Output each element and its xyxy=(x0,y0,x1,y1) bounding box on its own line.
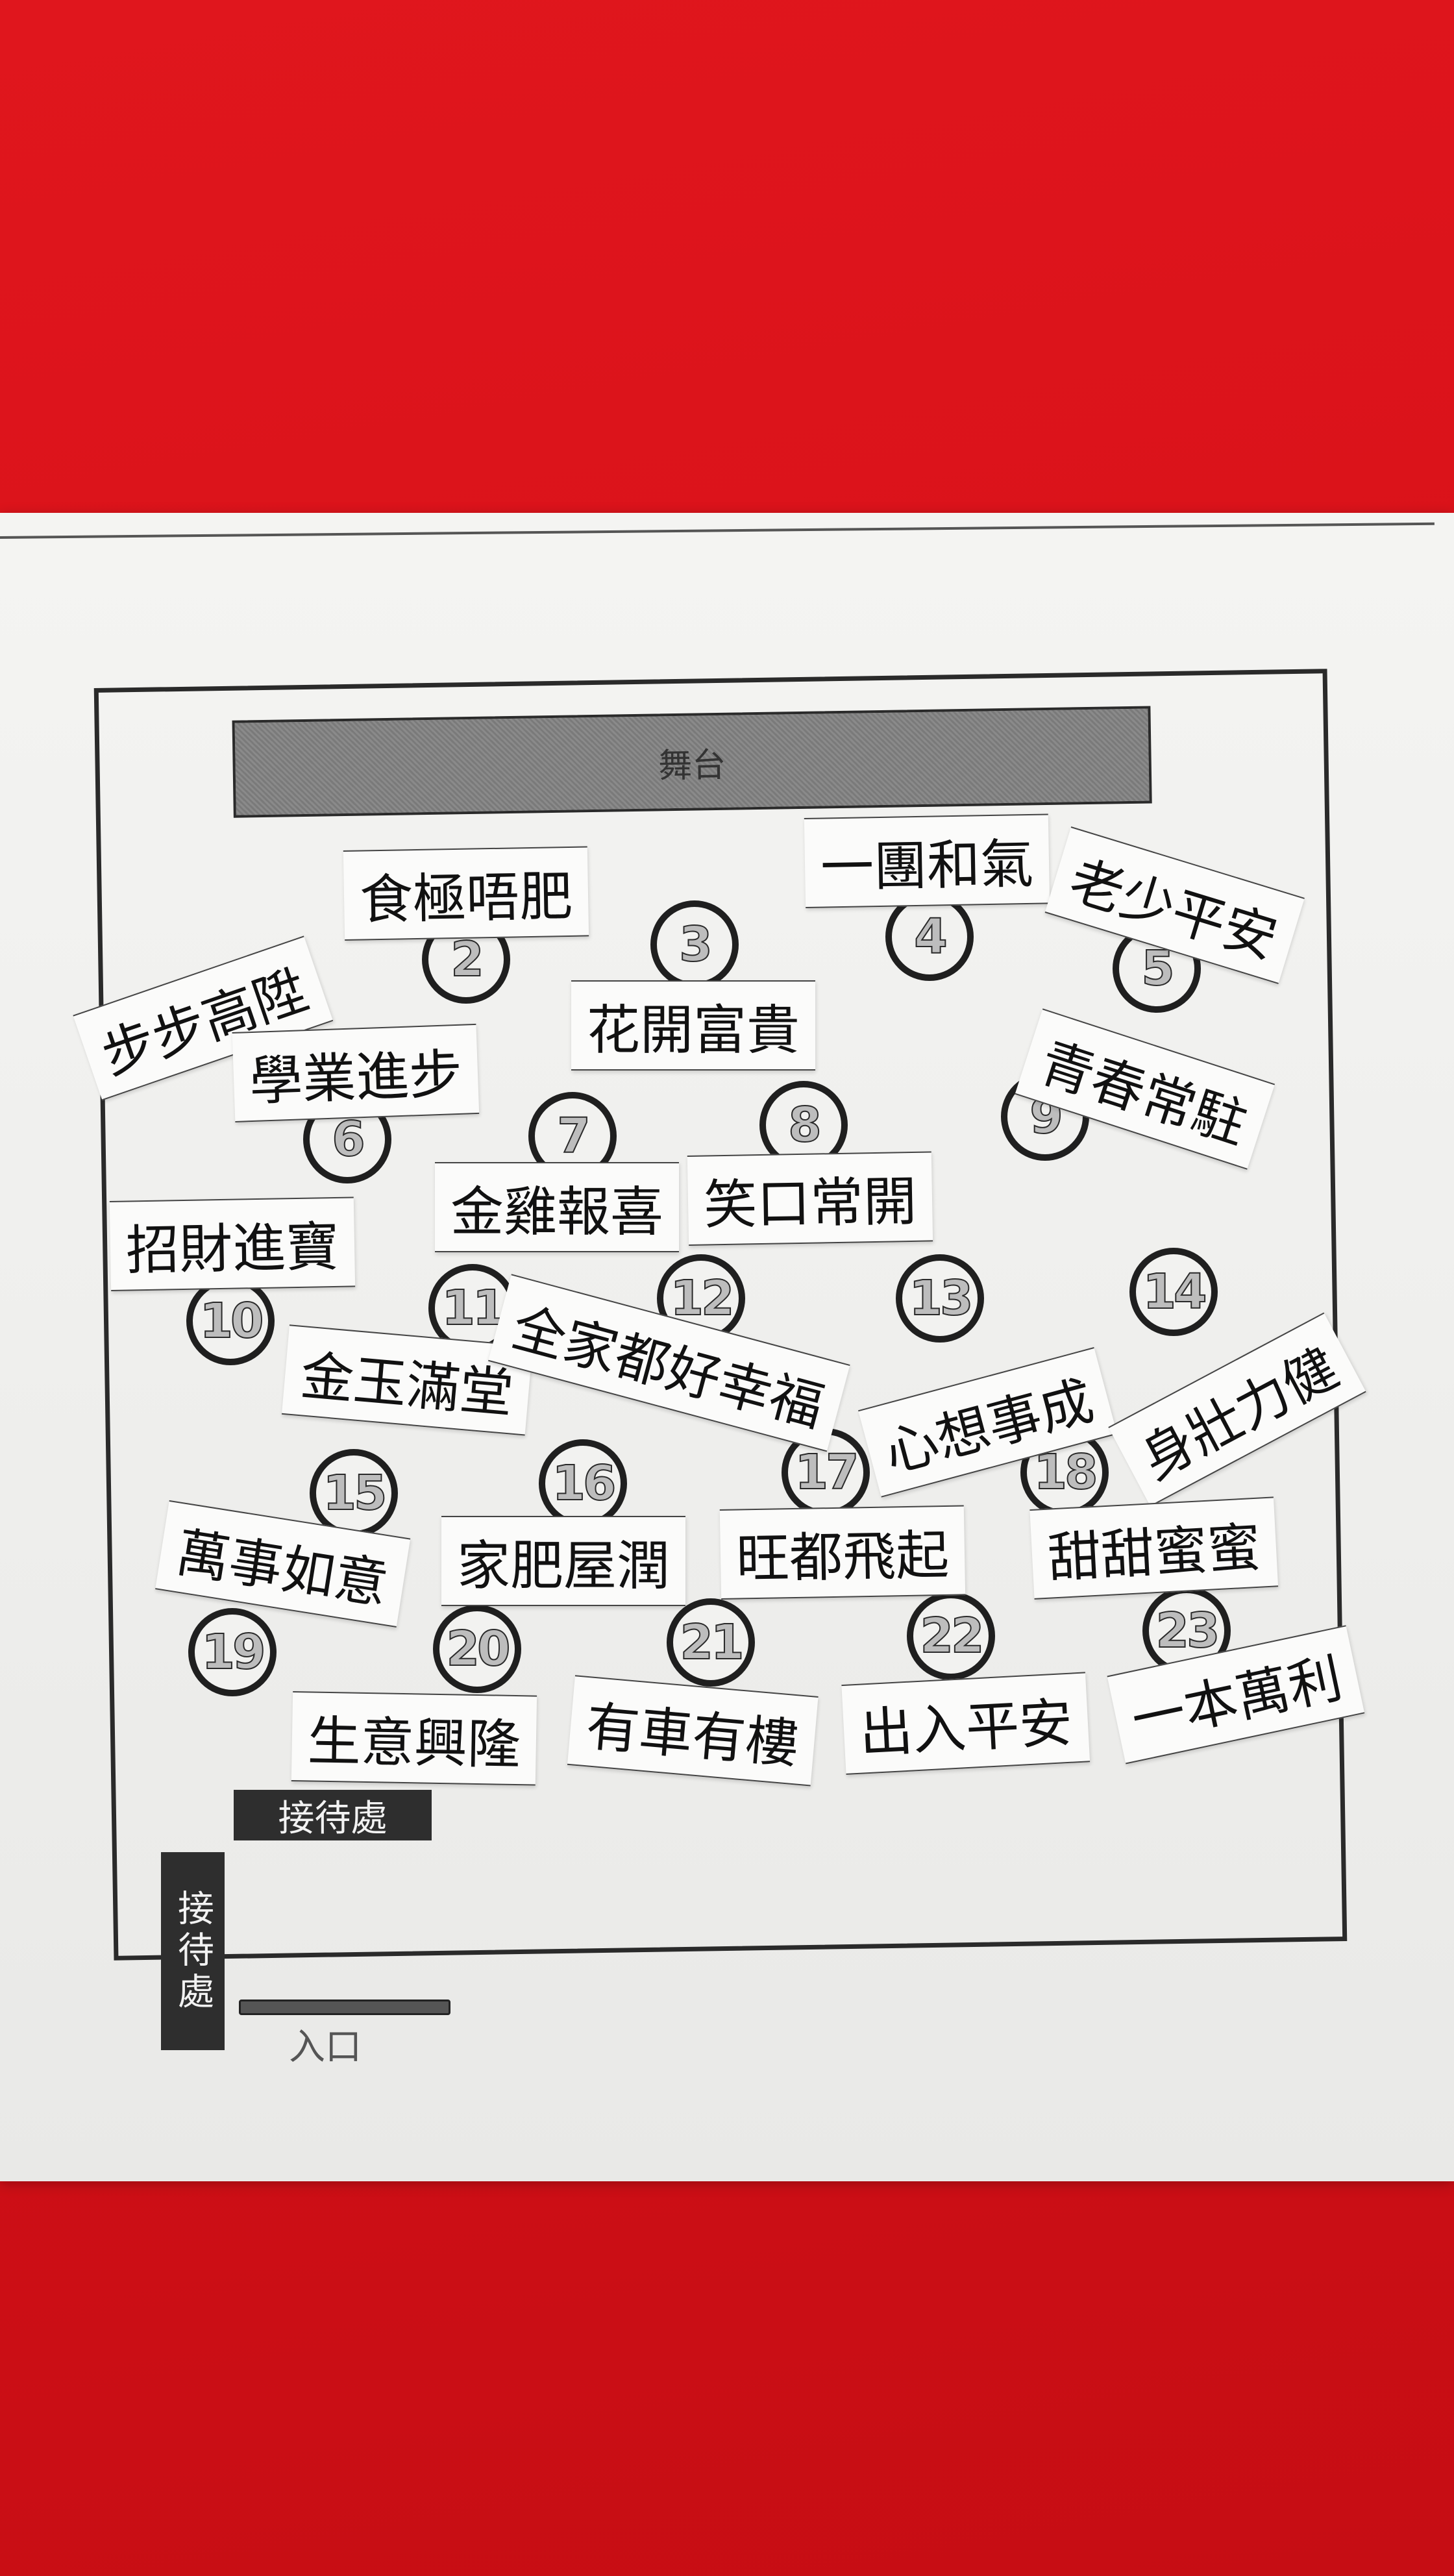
table-name-6: 學業進步 xyxy=(232,1023,480,1122)
table-name-18: 甜甜蜜蜜 xyxy=(1029,1496,1279,1600)
reception-label-vertical: 接待處 xyxy=(171,1889,214,2014)
table-name-8: 笑口常開 xyxy=(687,1151,933,1246)
table-name-17: 旺都飛起 xyxy=(719,1505,966,1600)
stage-label: 舞台 xyxy=(658,745,726,786)
entrance-label: 入口 xyxy=(289,2026,362,2068)
reception-label: 接待處 xyxy=(278,1797,388,1840)
table-circle-16: 16 xyxy=(539,1439,627,1528)
reception-desk-horizontal: 接待處 xyxy=(234,1790,432,1840)
paper-top-rule xyxy=(0,522,1435,539)
table-circle-22: 22 xyxy=(907,1592,995,1680)
table-name-16: 家肥屋潤 xyxy=(441,1516,686,1606)
table-circle-21: 21 xyxy=(667,1598,755,1687)
table-circle-14: 14 xyxy=(1129,1248,1218,1336)
table-circle-13: 13 xyxy=(896,1254,984,1343)
stage: 舞台 xyxy=(232,706,1152,818)
table-name-4: 一團和氣 xyxy=(804,813,1050,908)
table-circle-4: 4 xyxy=(885,893,974,981)
table-name-22: 出入平安 xyxy=(841,1672,1090,1775)
entrance-door xyxy=(239,2000,450,2015)
table-circle-19: 19 xyxy=(188,1608,277,1696)
table-circle-10: 10 xyxy=(186,1277,275,1365)
table-circle-20: 20 xyxy=(433,1605,521,1693)
floorplan-paper: 舞台 1 2 3 4 5 6 7 8 9 10 11 12 13 14 15 1… xyxy=(0,513,1454,2181)
table-name-20: 生意興隆 xyxy=(291,1691,537,1786)
reception-desk-vertical: 接待處 xyxy=(161,1852,225,2050)
table-circle-3: 3 xyxy=(650,900,739,989)
table-name-3: 花開富貴 xyxy=(571,980,816,1071)
table-name-2: 食極唔肥 xyxy=(343,846,589,941)
table-name-10: 招財進寶 xyxy=(109,1196,356,1291)
table-name-7: 金雞報喜 xyxy=(435,1162,680,1252)
